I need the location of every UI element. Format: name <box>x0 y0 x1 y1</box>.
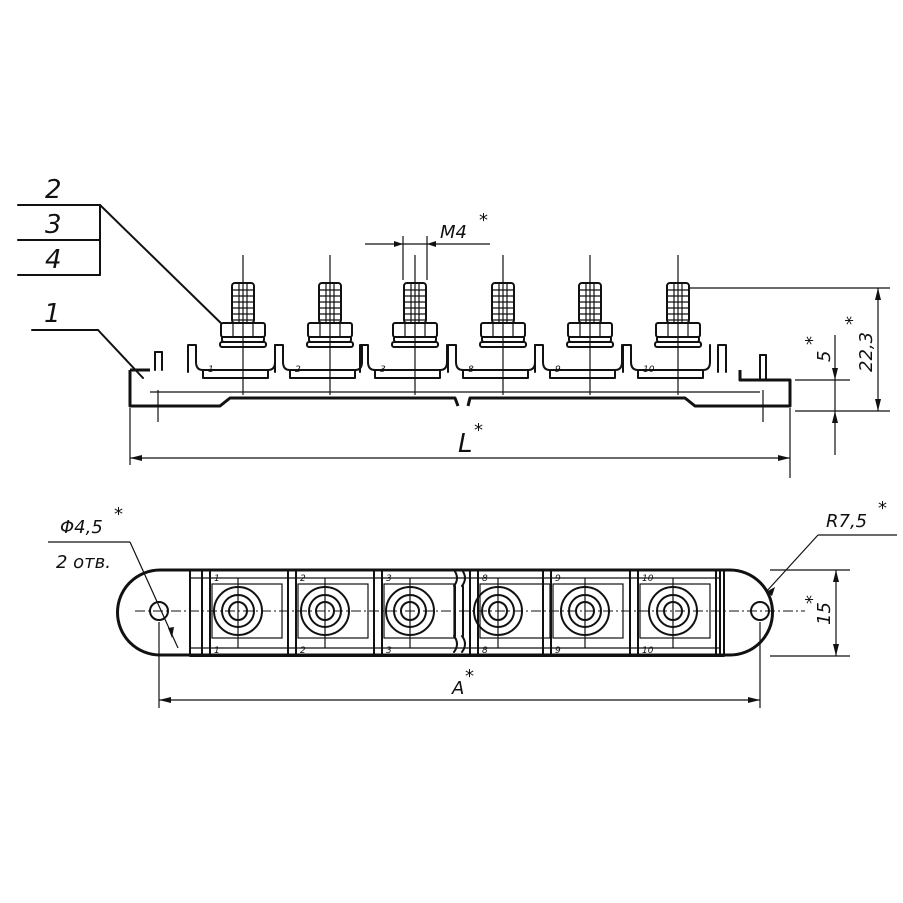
width-label: 15 <box>814 602 835 625</box>
stud <box>566 255 614 395</box>
terminal-cell <box>542 569 624 657</box>
terminal-number-side: 3 <box>380 365 386 375</box>
terminal-brackets-side <box>187 344 727 379</box>
terminal-cell <box>201 569 283 657</box>
terminal-number-bottom: 10 <box>642 646 654 656</box>
dimension-length: L * <box>129 408 791 478</box>
stud <box>306 255 354 395</box>
terminal-cell <box>469 569 551 657</box>
terminal-numbers-side: 1 2 3 8 9 10 <box>208 365 655 375</box>
side-view: 2 3 4 1 1 2 3 8 9 10 <box>17 175 890 478</box>
radius-callout: R7,5 * <box>765 498 897 596</box>
terminal-number-bottom: 2 <box>300 646 306 656</box>
terminal-number-bottom: 3 <box>386 646 392 656</box>
side-bracket <box>447 344 536 379</box>
terminal-number-top: 8 <box>482 574 488 584</box>
terminal-number-side: 2 <box>295 365 301 375</box>
side-bracket <box>622 344 711 379</box>
base-plate-top <box>116 568 774 657</box>
dimension-width: 15 * <box>770 569 850 657</box>
terminal-number-side: 9 <box>555 365 561 375</box>
length-label: L <box>458 429 473 459</box>
dimension-m4: M4 * <box>365 210 490 280</box>
terminal-cell <box>287 569 369 657</box>
hole-diameter-callout: Φ4,5 * 2 отв. <box>48 504 179 649</box>
base-plate-side <box>128 370 792 408</box>
height-total-label: 22,3 <box>856 332 877 372</box>
terminal-cells-top <box>201 569 725 657</box>
terminal-number-top: 1 <box>214 574 220 584</box>
thread-size-label: M4 <box>440 222 467 243</box>
side-bracket <box>534 344 623 379</box>
terminal-number-side: 10 <box>643 365 655 375</box>
leader-line-2-4 <box>99 204 229 331</box>
hole-count-label: 2 отв. <box>56 552 111 573</box>
pitch-label: A <box>451 678 464 699</box>
callout-1: 1 <box>44 299 61 329</box>
terminal-number-top: 9 <box>555 574 561 584</box>
terminal-number-top: 3 <box>386 574 392 584</box>
hole-diameter-star: * <box>114 504 123 525</box>
terminal-numbers-top: 1 2 3 8 9 10 1 2 3 8 9 10 <box>214 574 654 656</box>
stud <box>479 255 527 395</box>
width-star: * <box>802 595 823 604</box>
side-bracket <box>359 344 448 379</box>
terminal-number-bottom: 8 <box>482 646 488 656</box>
callout-3: 3 <box>45 210 62 240</box>
pitch-star: * <box>465 666 474 687</box>
radius-star: * <box>878 498 887 519</box>
side-bracket <box>187 344 276 379</box>
stud <box>654 255 702 395</box>
terminal-cell <box>629 569 711 657</box>
terminal-number-top: 2 <box>300 574 306 584</box>
terminal-studs-side <box>219 255 702 395</box>
stud <box>219 255 267 395</box>
callout-part-1: 1 <box>31 299 144 379</box>
dimension-height-base: 5 * <box>795 335 850 455</box>
dimension-pitch: A * <box>158 622 761 708</box>
height-base-star: * <box>802 336 823 345</box>
height-base-label: 5 <box>814 351 835 362</box>
terminal-number-side: 1 <box>208 365 214 375</box>
length-star: * <box>474 420 483 441</box>
callout-2: 2 <box>45 175 62 205</box>
terminal-number-side: 8 <box>468 365 474 375</box>
terminal-cell <box>373 569 455 657</box>
hole-diameter-label: Φ4,5 <box>60 517 103 538</box>
stud <box>391 255 439 395</box>
callout-4: 4 <box>45 245 62 275</box>
callout-table: 2 3 4 <box>17 175 229 331</box>
dimension-height-total: 22,3 * <box>690 287 890 412</box>
radius-label: R7,5 <box>826 511 867 532</box>
side-bracket <box>274 344 363 379</box>
terminal-number-top: 10 <box>642 574 654 584</box>
height-total-star: * <box>842 316 863 325</box>
top-view: 1 2 3 8 9 10 1 2 3 8 9 10 Φ4,5 * 2 отв. R7,5 * <box>48 498 897 708</box>
terminal-number-bottom: 9 <box>555 646 561 656</box>
terminal-number-bottom: 1 <box>214 646 220 656</box>
thread-star: * <box>479 210 488 231</box>
